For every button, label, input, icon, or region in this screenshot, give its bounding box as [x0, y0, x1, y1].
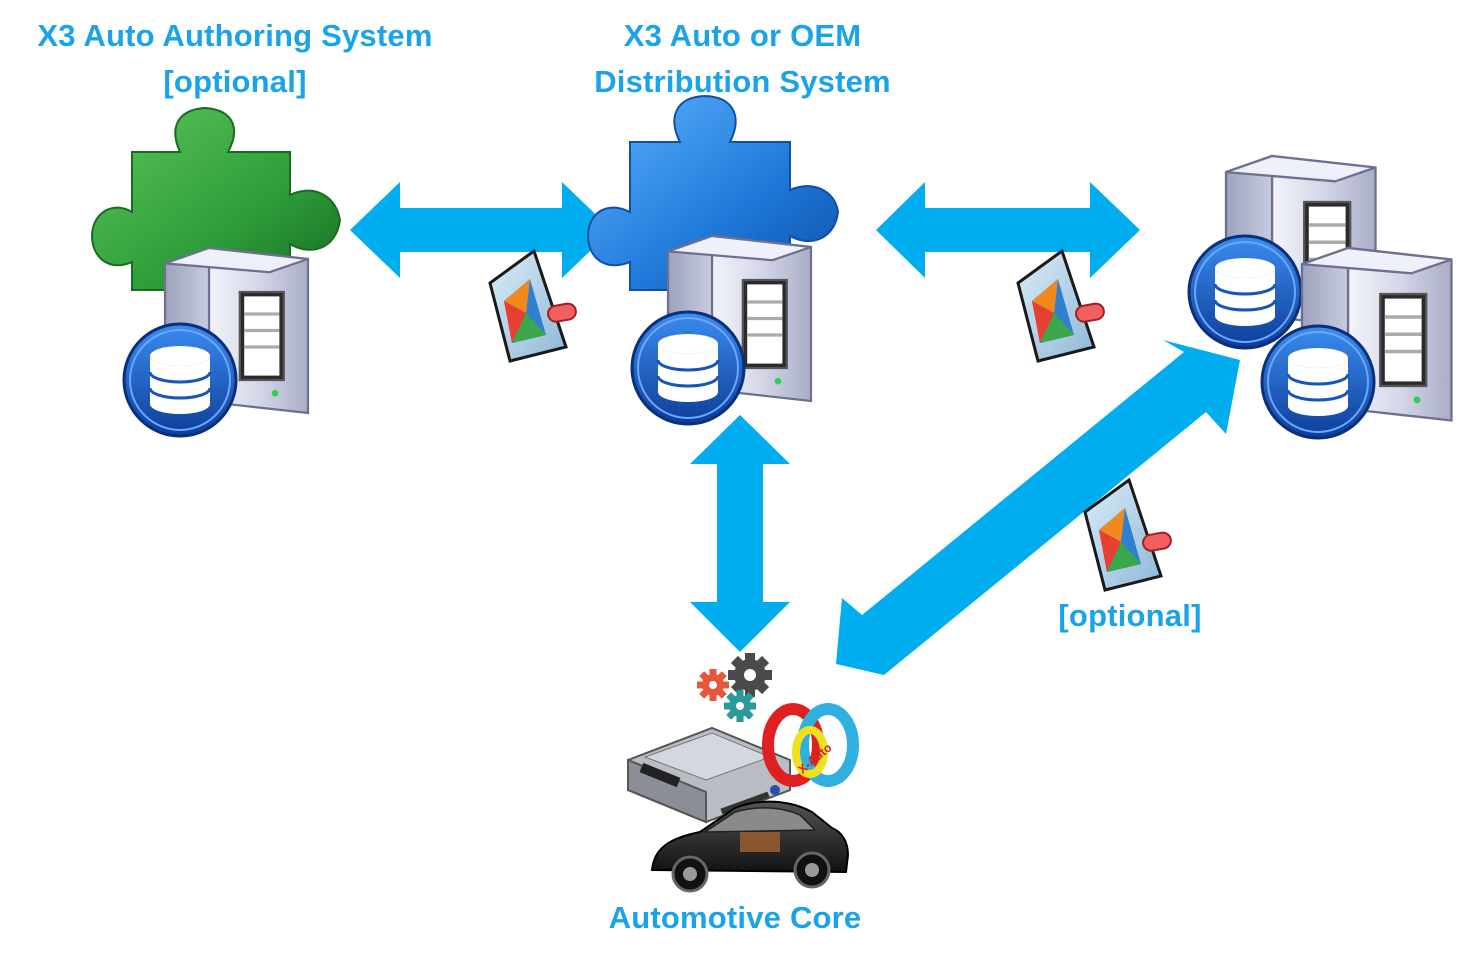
optional-link-label: [optional]	[1058, 598, 1202, 633]
distribution-system-subtitle: Distribution System	[594, 64, 891, 99]
automotive-core-label: Automotive Core	[608, 900, 862, 935]
arrow-distribution-core	[690, 415, 790, 652]
database-icon	[1260, 324, 1376, 440]
database-icon	[122, 322, 238, 438]
blue-puzzle-icon	[586, 94, 840, 291]
green-puzzle-icon	[90, 106, 342, 291]
authoring-system-label: X3 Auto Authoring System [optional]	[15, 13, 455, 105]
authoring-system-optional: [optional]	[163, 64, 307, 99]
distribution-system-label: X3 Auto or OEM Distribution System	[570, 13, 915, 105]
arrow-distribution-servers	[876, 182, 1140, 278]
authoring-system-title: X3 Auto Authoring System	[37, 18, 433, 53]
arrow-servers-core	[836, 340, 1240, 675]
xauto-logo-icon: X-Auto	[762, 703, 859, 795]
ecu-module-icon	[627, 726, 791, 824]
distribution-system-title: X3 Auto or OEM	[623, 18, 862, 53]
database-icon	[630, 310, 746, 426]
arrow-authoring-distribution	[350, 182, 612, 278]
gears-icon	[697, 653, 772, 722]
car-cutaway-icon	[650, 800, 850, 893]
database-icon	[1187, 234, 1303, 350]
